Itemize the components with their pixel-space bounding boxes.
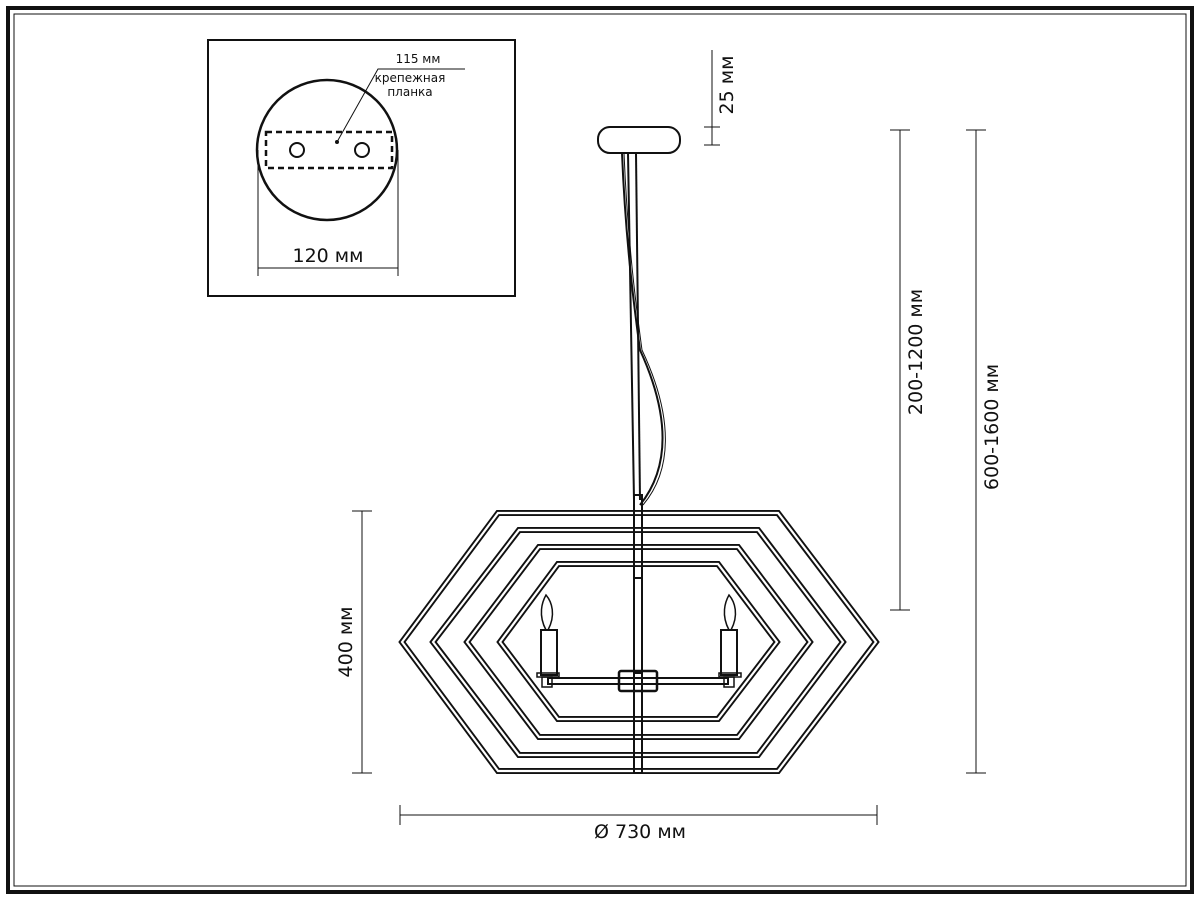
power-cable-edge (623, 152, 666, 506)
bracket-label-line1: крепежная (375, 71, 446, 85)
rod-length-label: 200-1200 мм (905, 289, 927, 415)
hexagon-ring-1 (398, 510, 880, 774)
inner-rod (633, 577, 643, 674)
bracket-label-line2: планка (387, 85, 432, 99)
rod-line-right (635, 152, 641, 501)
candle-flame-left-icon (540, 593, 554, 631)
inset-frame (207, 39, 516, 297)
rod-line-left (627, 152, 635, 501)
hexagon-ring-4 (498, 562, 779, 721)
canopy-height-label: 25 мм (716, 56, 738, 115)
candle-flame-right-icon (723, 593, 737, 631)
center-hub (617, 669, 659, 693)
hexagon-rings (398, 510, 880, 774)
canopy (597, 126, 681, 154)
suspension (597, 126, 681, 506)
total-height-label: 600-1600 мм (981, 364, 1003, 490)
leader-line (336, 68, 465, 143)
mounting-bracket-outline (264, 130, 394, 170)
central-rod (633, 494, 643, 774)
candle-left (536, 593, 560, 688)
screw-hole-left (289, 142, 305, 158)
power-cable (621, 152, 664, 506)
canopy-circle (255, 78, 399, 222)
diameter-label: Ø 730 мм (594, 821, 686, 843)
lamp-body (536, 494, 742, 774)
canopy-diameter-label: 120 мм (293, 245, 364, 267)
hexagon-ring-1 (400, 511, 878, 773)
hexagon-ring-3 (465, 545, 812, 739)
screw-hole-right (354, 142, 370, 158)
bracket-length-label: 115 мм (396, 52, 441, 66)
drawing-frame-inner (13, 13, 1187, 887)
dimension-lines: 25 мм 200-1200 мм 600-1600 мм 400 мм Ø 7… (335, 50, 1003, 843)
drawing-frame (6, 6, 1194, 894)
hexagon-ring-2 (431, 528, 845, 757)
canopy-top-view-inset: 115 мм крепежная планка 120 мм (207, 39, 516, 297)
candle-right (718, 593, 742, 688)
candle-arm (547, 677, 729, 685)
shade-height-label: 400 мм (335, 607, 357, 678)
